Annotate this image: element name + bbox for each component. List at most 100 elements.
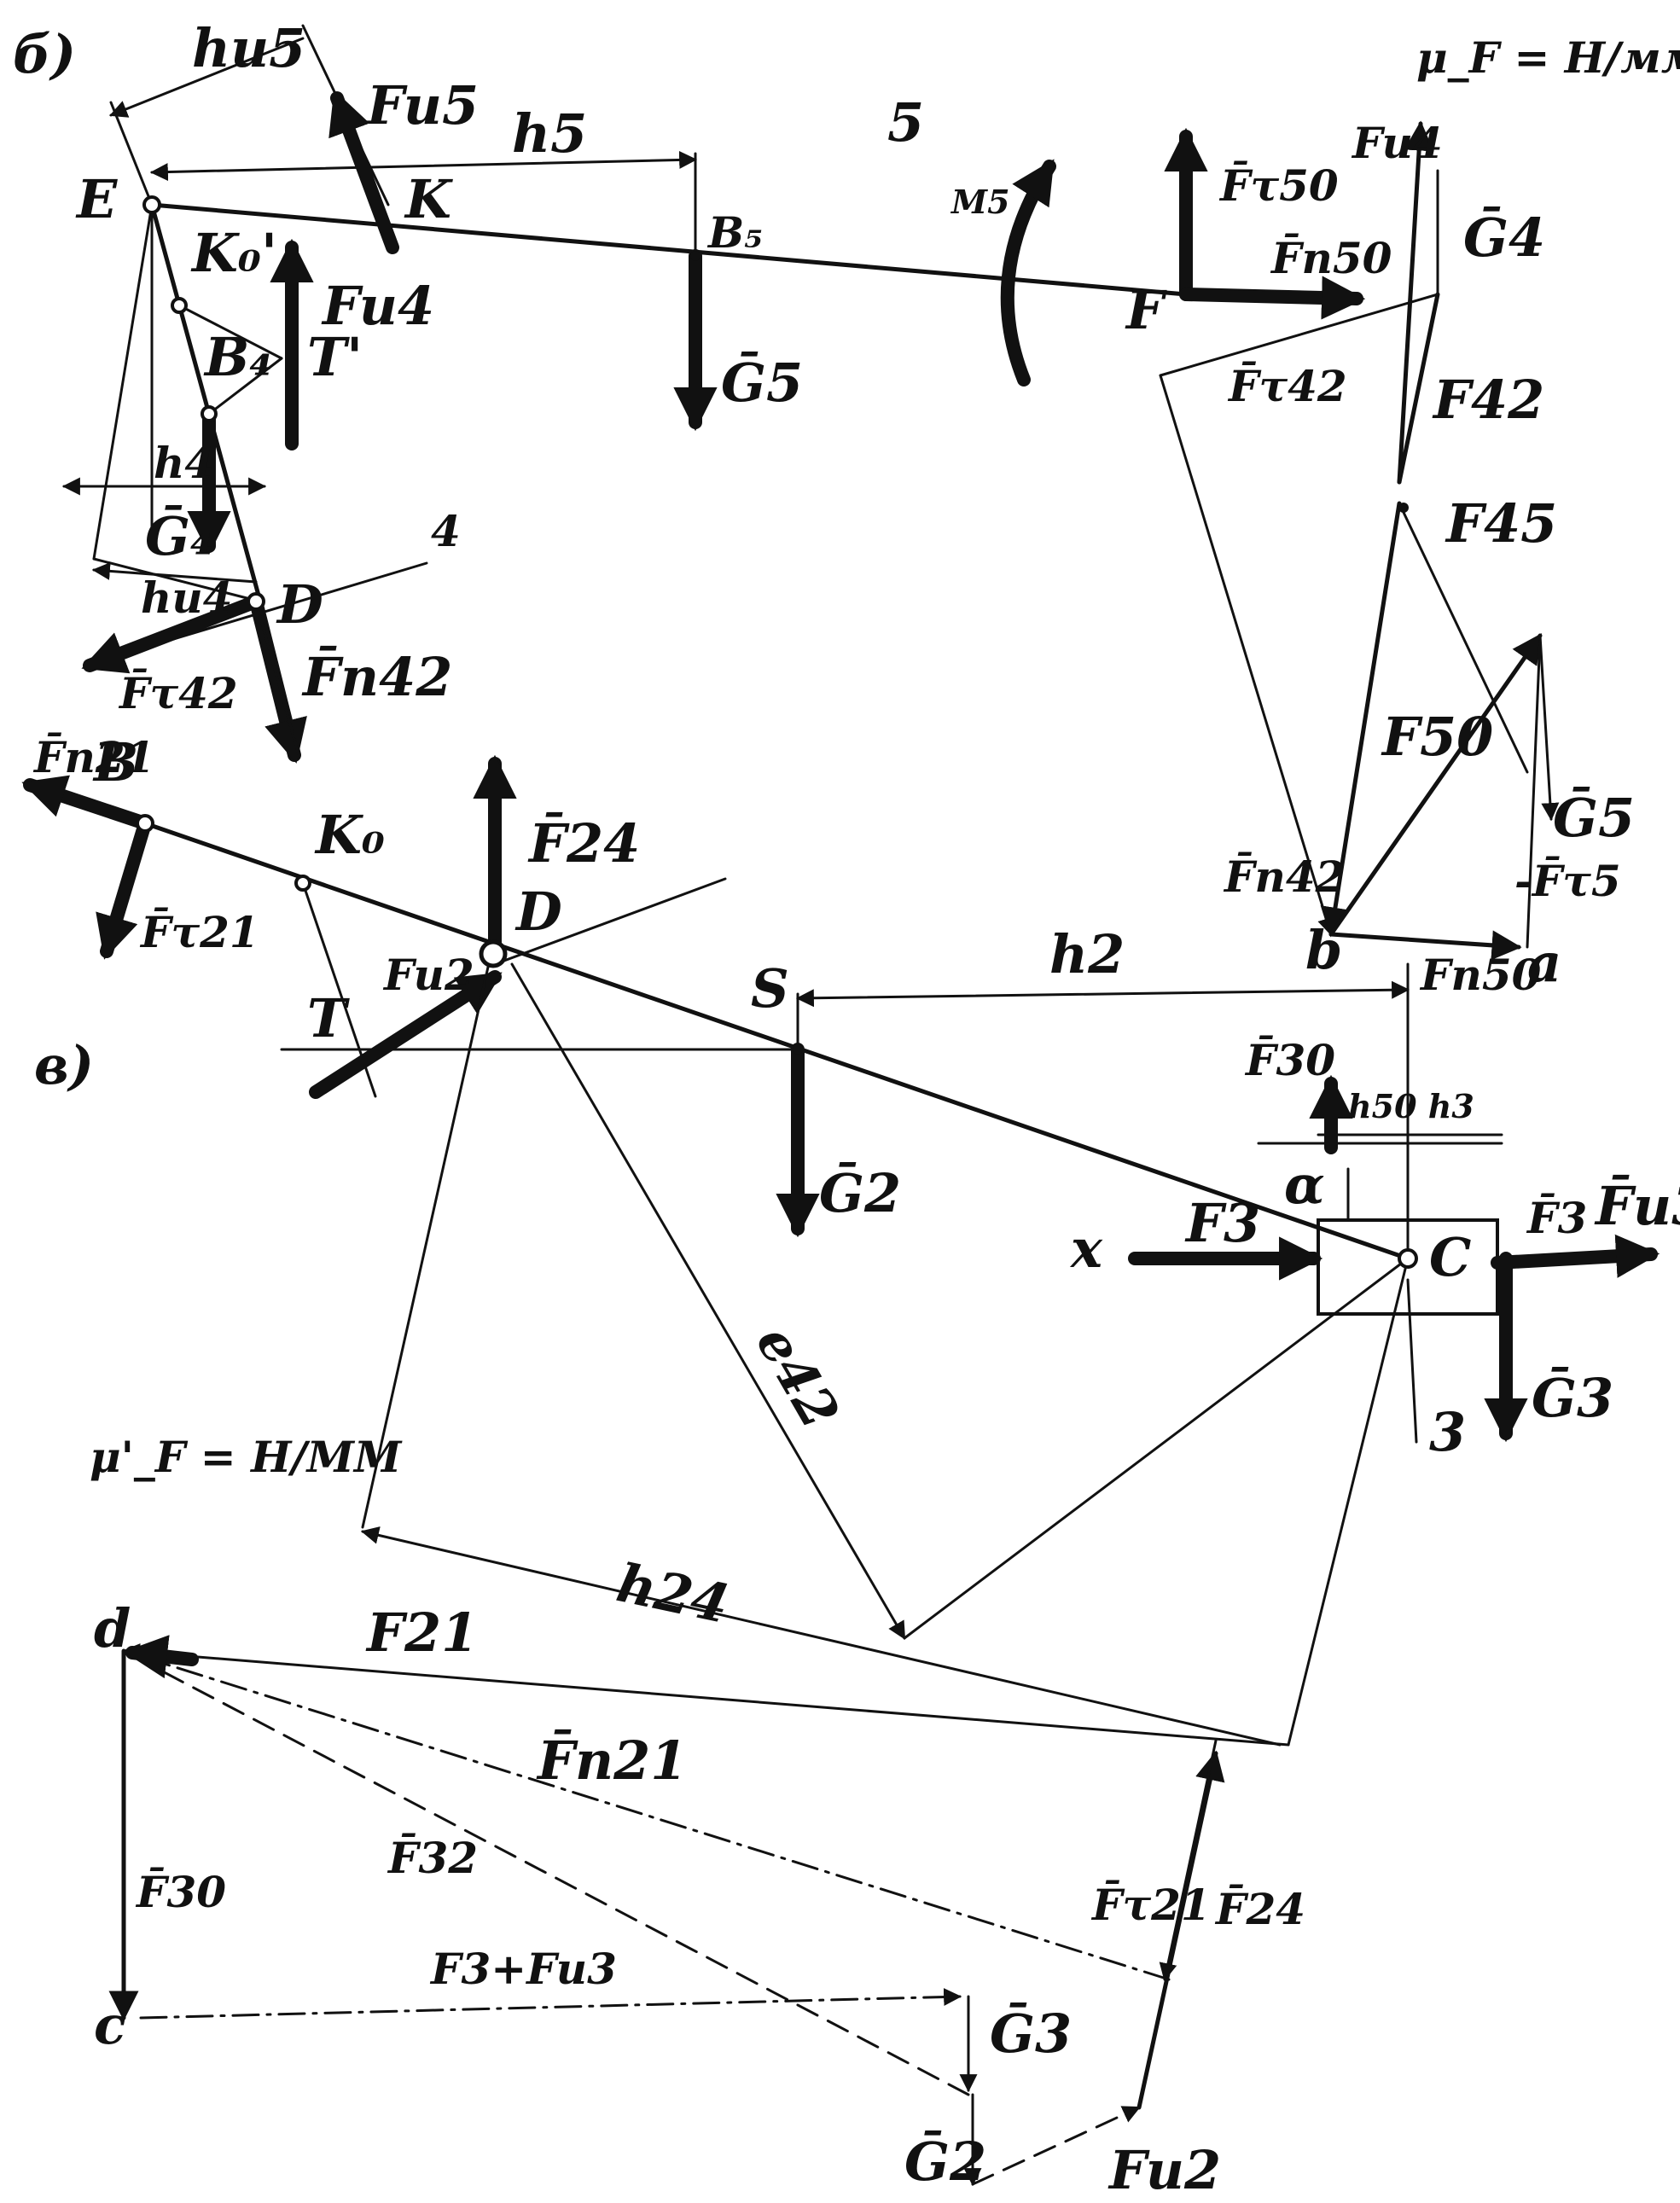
joint-C: [1398, 1248, 1418, 1269]
label-F42t-poly: F̄τ42: [1227, 360, 1347, 411]
label-h2: h2: [1049, 923, 1125, 985]
label-G4-poly: Ḡ4: [1463, 206, 1545, 269]
poly-label-F32: F̄32: [387, 1832, 478, 1883]
force-Fu2: [309, 970, 503, 1099]
label-Fu5: Fu5: [365, 74, 479, 137]
label-Fu4: Fu4: [321, 275, 434, 337]
poly-label-G2: Ḡ2: [904, 2130, 986, 2193]
part-v-linkage: [21, 754, 1660, 1747]
poly-vertex-c: c: [94, 1994, 126, 2056]
point-K0-label: K₀: [314, 804, 385, 866]
label-F50-poly: F50: [1381, 706, 1493, 768]
label-F50t: F̄τ50: [1218, 160, 1339, 211]
label-F30: F̄30: [1244, 1034, 1335, 1085]
point-F-label: F: [1125, 279, 1167, 341]
point-K0p-label: K₀': [190, 222, 277, 284]
label-G2: Ḡ2: [819, 1162, 901, 1224]
poly-F24: [1136, 1750, 1225, 2110]
poly-label-F30: F̄30: [135, 1866, 226, 1917]
label-G4: Ḡ₄: [145, 505, 213, 567]
poly-label-F21: F21: [365, 1601, 478, 1664]
joint-K0p: [171, 297, 188, 314]
point-S-label: S: [751, 957, 789, 1020]
poly-label-Fu2: Fu2: [1107, 2139, 1221, 2201]
poly-label-F24: F̄24: [1214, 1883, 1305, 1934]
poly-vertex-d: d: [94, 1597, 131, 1660]
poly-label-F21n: F̄n21: [536, 1729, 687, 1792]
point-T1-label: T': [307, 326, 363, 388]
label-Fu2: Fu2: [382, 950, 474, 1000]
force-Fu5: [328, 90, 399, 254]
label-F42n-poly: F̄n42: [1223, 851, 1345, 902]
poly-label-F21t: F̄τ21: [1090, 1879, 1211, 1930]
moment-M5: [1000, 159, 1056, 387]
poly-F21n: [122, 1649, 1171, 1981]
label-Fu3: F̄u3: [1594, 1175, 1680, 1237]
scale-b: μ_F = H/мм: [1416, 32, 1680, 83]
force-Fu3: [1491, 1234, 1660, 1278]
point-D-label: D: [514, 881, 562, 943]
label-G5-poly: Ḡ5: [1553, 787, 1635, 849]
point-B-label: B: [92, 731, 138, 793]
label-h24: h24: [612, 1551, 735, 1636]
label-F45: F45: [1445, 492, 1557, 555]
point-x-label: x: [1069, 1218, 1103, 1280]
poly-label-F3Fu3: F3+Fu3: [429, 1944, 617, 1994]
label-F3-right: F̄3: [1526, 1192, 1587, 1243]
label-h50-h3: h50 h3: [1348, 1087, 1474, 1125]
label-h4: h4: [154, 438, 214, 488]
view-label-b: б): [13, 23, 76, 85]
link-2-line: [142, 821, 1410, 1261]
point-alpha-label: α: [1284, 1154, 1325, 1216]
link-label-5: 5: [887, 91, 924, 154]
joint-D-upper: [247, 592, 265, 611]
point-E-label: E: [75, 168, 118, 230]
part-b-linkage: [61, 24, 1366, 764]
force-polygon: [108, 1635, 1290, 2187]
scale-v: μ'_F = H/MM: [90, 1432, 403, 1482]
label-F5t: -F̄τ5: [1514, 855, 1621, 906]
point-T-label: T: [307, 987, 350, 1049]
point-B4-label: B₄: [203, 326, 273, 388]
link-4-line: [149, 202, 263, 604]
label-Fn50-poly: Fn50: [1419, 950, 1542, 1000]
joint-B: [136, 814, 154, 833]
point-C-label: C: [1429, 1226, 1471, 1288]
poly-label-G3: Ḡ3: [990, 2002, 1072, 2065]
label-F50n: F̄n50: [1270, 232, 1392, 283]
dim-hu5: [109, 37, 305, 118]
joint-D: [479, 939, 508, 968]
force-F21n: [21, 775, 152, 830]
label-hu5: hu5: [192, 17, 305, 79]
poly-F21t: [1159, 1739, 1218, 1982]
force-F21t: [96, 817, 152, 960]
point-K-label: K: [404, 168, 453, 230]
joint-E: [142, 195, 161, 214]
label-F42t: F̄τ42: [118, 667, 238, 718]
label-hu4: hu4: [141, 573, 233, 623]
label-F3: F3: [1184, 1192, 1260, 1254]
point-b-label: b: [1305, 919, 1342, 981]
joint-K0: [294, 875, 311, 892]
view-label-v: в): [34, 1034, 94, 1096]
label-G5: Ḡ5: [721, 352, 803, 414]
force-F42t: [81, 595, 263, 674]
joint-B4: [201, 405, 218, 422]
dim-h5: [149, 150, 698, 182]
part-b-force-polygon: [1159, 120, 1560, 961]
label-F24: F̄24: [527, 812, 640, 875]
link-label-4: 4: [431, 506, 461, 556]
label-Fu4-poly: Fu4: [1351, 118, 1443, 168]
label-M5: M5: [950, 183, 1010, 221]
poly-F21: [121, 1643, 1290, 1747]
label-G3: Ḡ3: [1532, 1367, 1613, 1429]
force-F50n: [1179, 276, 1366, 320]
poly-F32: [122, 1649, 970, 2096]
point-S: [793, 1044, 803, 1055]
poly-Fu2: [971, 2106, 1141, 2186]
point-a-label: a: [1527, 932, 1561, 994]
poly-F3Fu3: [139, 1987, 962, 2020]
poly-arrow-d: [123, 1635, 199, 1679]
label-e42: e42: [744, 1315, 852, 1439]
